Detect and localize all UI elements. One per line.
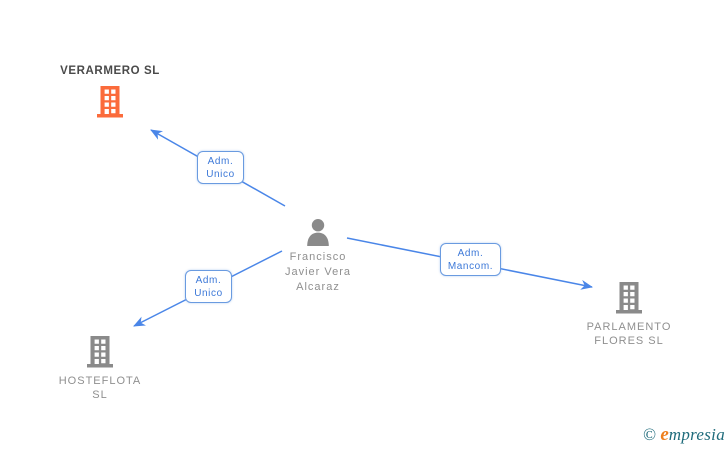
brand-name: mpresia: [668, 425, 725, 444]
relation-label-line: Unico: [194, 287, 223, 299]
person-name-line: Alcaraz: [296, 281, 340, 293]
company-name-verarmero: VERARMERO SL: [60, 65, 160, 77]
edge-label-adm-unico-hosteflota: Adm. Unico: [185, 270, 232, 303]
building-icon-parlamento: [615, 282, 643, 314]
company-name-line: HOSTEFLOTA: [58, 375, 142, 387]
company-node-parlamento[interactable]: PARLAMENTO FLORES SL: [559, 282, 699, 348]
spacer: [40, 78, 180, 86]
relation-label-line: Mancom.: [447, 260, 494, 272]
edge-label-adm-mancom-parlamento: Adm. Mancom.: [440, 243, 501, 276]
relation-label-line: Adm.: [457, 247, 484, 259]
empresia-watermark: © empresia: [643, 424, 725, 446]
company-name-parlamento: PARLAMENTO FLORES SL: [559, 320, 699, 348]
relation-label-line: Unico: [206, 168, 235, 180]
company-name-hosteflota: HOSTEFLOTA SL: [30, 374, 170, 402]
edge-label-adm-unico-verarmero: Adm. Unico: [197, 151, 244, 184]
company-name-line: PARLAMENTO: [586, 321, 672, 333]
brand-initial: e: [660, 424, 669, 445]
person-icon: [304, 218, 332, 246]
company-node-verarmero[interactable]: VERARMERO SL: [40, 64, 180, 118]
company-node-hosteflota[interactable]: HOSTEFLOTA SL: [30, 336, 170, 402]
relation-label-line: Adm.: [207, 155, 234, 167]
person-name-line: Francisco: [289, 251, 347, 263]
person-name: Francisco Javier Vera Alcaraz: [248, 250, 388, 295]
company-name-line: SL: [92, 389, 108, 401]
building-icon-verarmero: [96, 86, 124, 118]
copyright-icon: ©: [643, 425, 657, 444]
company-name-line: FLORES SL: [594, 335, 664, 347]
person-name-line: Javier Vera: [284, 266, 352, 278]
relation-label-line: Adm.: [195, 274, 222, 286]
person-node[interactable]: Francisco Javier Vera Alcaraz: [248, 218, 388, 295]
building-icon-hosteflota: [86, 336, 114, 368]
